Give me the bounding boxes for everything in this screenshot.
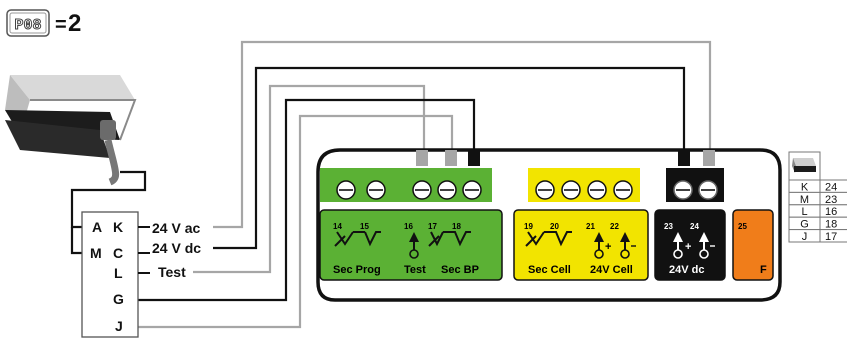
- tab-17: [445, 150, 457, 166]
- pin-number: 24: [690, 222, 699, 231]
- block-green: [319, 209, 503, 281]
- block-name-f: F: [760, 264, 767, 276]
- block-orange: [732, 209, 774, 281]
- sensor-terminal-block: A M K C L G J 24 V ac 24 V dc Test: [81, 211, 201, 338]
- block-black: [654, 209, 726, 281]
- parameter-code: P08: [14, 17, 41, 34]
- wire-J: [138, 114, 454, 329]
- pin-icon: [673, 249, 683, 259]
- terminal-L: L: [114, 265, 123, 281]
- table-terminal-number: 17: [825, 231, 837, 243]
- contact-icon: [334, 231, 381, 247]
- arrow-up-icon: [594, 232, 604, 250]
- pin-icon: [594, 249, 604, 259]
- table-letter: G: [800, 219, 809, 231]
- arrow-up-icon: [673, 232, 683, 250]
- pin-number: 23: [664, 222, 673, 231]
- terminal-K: K: [113, 219, 123, 235]
- edge-cable: [104, 139, 120, 186]
- polarity-icons-dark: +: [605, 241, 636, 253]
- control-board: + + 14 15 16 17 18 19 20 21 22 23 24 25 …: [316, 148, 782, 302]
- parameter-value: 2: [68, 10, 81, 37]
- block-name-sec-cell: Sec Cell: [528, 264, 571, 276]
- tab-24: [703, 150, 715, 166]
- pin-icon: [699, 249, 709, 259]
- edge-thumbnail-icon: [793, 158, 816, 166]
- table-terminal-number: 24: [825, 181, 837, 193]
- block-names: Sec Prog Test Sec BP Sec Cell 24V Cell 2…: [333, 264, 767, 276]
- arrow-icons: [409, 232, 630, 259]
- table-terminal-number: 18: [825, 219, 837, 231]
- table-terminal-number: 23: [825, 194, 837, 206]
- table-cell: [819, 229, 847, 243]
- table-terminal-number: 16: [825, 206, 837, 218]
- pin-numbers: 14 15 16 17 18 19 20 21 22 23 24 25: [333, 222, 747, 231]
- wire-sensor-to-M: [70, 227, 82, 255]
- wire-sensor-to-A: [70, 170, 147, 229]
- contact-icon: [428, 231, 471, 247]
- arrow-up-icon: [409, 232, 419, 250]
- edge-top-face: [10, 75, 135, 100]
- table-rows: K 24M 23L 16G 18J 17: [788, 179, 847, 243]
- terminal-M: M: [90, 245, 102, 261]
- parameter-indicator: P08 = 2: [6, 9, 81, 37]
- tab-18: [468, 150, 480, 166]
- contact-icon: [525, 231, 572, 247]
- tab-23: [678, 150, 690, 166]
- pin-icon: [620, 249, 630, 259]
- pin-number: 25: [738, 222, 747, 231]
- arrow-up-icon: [620, 232, 630, 250]
- pin-number: 14: [333, 222, 342, 231]
- wire-G: [138, 98, 476, 302]
- pin-number: 18: [452, 222, 461, 231]
- arrow-icons-white: [673, 232, 709, 259]
- block-name-24v-cell: 24V Cell: [590, 264, 633, 276]
- pin-number: 20: [550, 222, 559, 231]
- pin-number: 15: [360, 222, 369, 231]
- edge-connector: [100, 120, 116, 140]
- table-letter: K: [801, 181, 809, 193]
- pin-number: 19: [524, 222, 533, 231]
- label-test: Test: [158, 264, 186, 280]
- block-name-sec-prog: Sec Prog: [333, 264, 381, 276]
- symbols: [334, 231, 572, 247]
- label-24vdc: 24 V dc: [152, 240, 201, 256]
- terminal-A: A: [92, 219, 102, 235]
- wire-C-24vdc: [213, 66, 686, 250]
- table-letter: M: [800, 194, 809, 206]
- label-24vac: 24 V ac: [152, 220, 200, 236]
- edge-thumbnail-rubber: [794, 166, 816, 172]
- pin-number: 21: [586, 222, 595, 231]
- pin-icon: [409, 249, 419, 259]
- table-letter: J: [802, 231, 808, 243]
- terminal-J: J: [115, 318, 123, 334]
- block-name-sec-bp: Sec BP: [441, 264, 479, 276]
- wire-K-24vac: [213, 40, 712, 229]
- block-name-24v-dc: 24V dc: [669, 264, 704, 276]
- lcd-screen: [9, 12, 47, 34]
- plus-sign: +: [685, 241, 691, 253]
- correspondence-table: K 24M 23L 16G 18J 17: [788, 151, 847, 243]
- wire-L-test: [193, 84, 426, 274]
- pin-number: 22: [610, 222, 619, 231]
- terminal-G: G: [113, 291, 124, 307]
- edge-aluminium-rail: [30, 99, 137, 141]
- pin-number: 16: [404, 222, 413, 231]
- safety-edge-image: [5, 75, 137, 186]
- wiring: [70, 40, 712, 329]
- block-name-test: Test: [404, 264, 426, 276]
- terminal-block-frame: [81, 211, 139, 338]
- terminal-C: C: [113, 245, 123, 261]
- block-yellow: [513, 209, 649, 281]
- edge-rubber-lower: [5, 120, 110, 158]
- arrow-up-icon: [699, 232, 709, 250]
- parameter-equals: =: [55, 14, 67, 36]
- table-letter: L: [801, 206, 807, 218]
- polarity-icons: +: [685, 241, 715, 253]
- plus-sign: +: [605, 241, 611, 253]
- pin-number: 17: [428, 222, 437, 231]
- tab-16: [416, 150, 428, 166]
